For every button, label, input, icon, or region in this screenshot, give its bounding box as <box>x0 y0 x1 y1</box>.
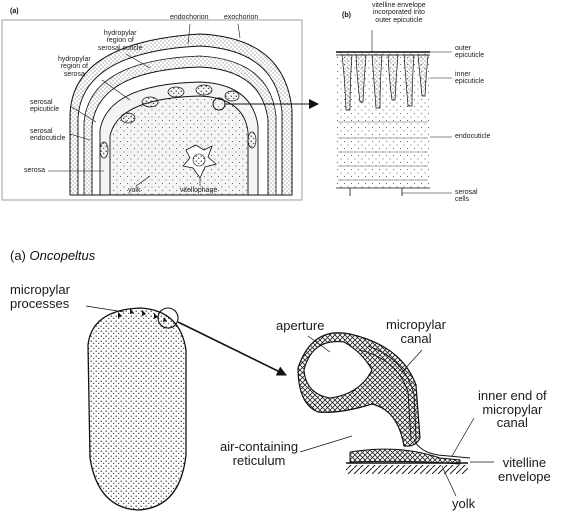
panel-label-b: (b) <box>342 12 351 19</box>
label-inner-end-micropylar-canal: inner end of micropylar canal <box>478 389 547 430</box>
label-yolk-bottom: yolk <box>452 497 475 511</box>
label-air-containing-reticulum: air-containing reticulum <box>220 440 298 467</box>
label-micropylar-canal: micropylar canal <box>386 318 446 345</box>
cuticle-detail-drawing <box>336 30 452 196</box>
label-exochorion: exochorion <box>224 14 258 21</box>
section-prefix: (a) <box>10 248 26 263</box>
panel-label-a: (a) <box>10 8 19 15</box>
label-serosal-cells: serosal cells <box>455 189 478 204</box>
label-outer-epicuticle: outer epicuticle <box>455 45 484 60</box>
label-hydropylar-serosa: hydropylar region of serosa <box>58 56 91 78</box>
label-serosal-endocuticle: serosal endocuticle <box>30 128 65 143</box>
section-species: Oncopeltus <box>30 248 96 263</box>
label-vitelline-envelope-incorporated: vitelline envelope incorporated into out… <box>372 2 426 24</box>
label-aperture: aperture <box>276 319 324 333</box>
label-hydropylar-serosal-cuticle: hydropylar region of serosal cuticle <box>98 30 142 52</box>
label-endocuticle: endocuticle <box>455 133 490 140</box>
section-heading: (a) Oncopeltus <box>10 248 95 263</box>
label-vitelline-envelope: vitelline envelope <box>498 456 551 483</box>
label-yolk-top: yolk <box>128 187 140 194</box>
label-endochorion: endochorion <box>170 14 209 21</box>
label-serosal-epicuticle: serosal epicuticle <box>30 99 59 114</box>
label-serosa: serosa <box>24 167 45 174</box>
label-micropylar-processes: micropylar processes <box>10 283 70 310</box>
label-inner-epicuticle: inner epicuticle <box>455 71 484 86</box>
label-vitellophage: vitellophage <box>180 187 217 194</box>
